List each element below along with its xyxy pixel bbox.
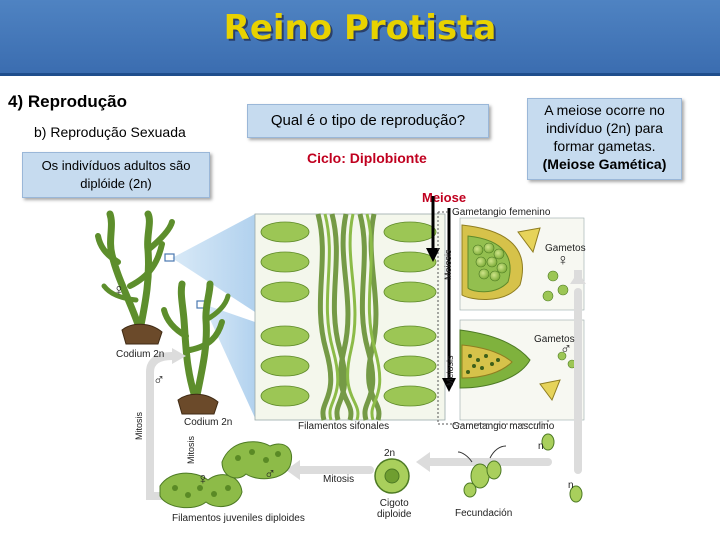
filaments-panel xyxy=(254,213,446,421)
slide-title: Reino Protista xyxy=(223,8,497,48)
section-heading: 4) Reprodução xyxy=(8,92,128,111)
label-codium-2: Codium 2n xyxy=(184,417,233,428)
slide-header xyxy=(0,0,720,76)
label-meiosis-1: Meiosis xyxy=(443,249,453,280)
label-filamentos-juveniles: Filamentos juveniles diploides xyxy=(172,513,305,524)
label-n-2: n xyxy=(568,480,574,491)
zoom-square-top xyxy=(164,253,175,262)
codium-plant-2 xyxy=(161,280,231,404)
label-mitosis-left: Mitosis xyxy=(134,411,144,440)
adult-note-box: Os indivíduos adultos são diplóide (2n) xyxy=(22,152,210,198)
label-gametos-2: Gametos xyxy=(534,334,575,345)
meiosis-note-bold: (Meiose Gamética) xyxy=(542,156,667,172)
meiosis-note-box: A meiose ocorre no indivíduo (2n) para f… xyxy=(527,98,682,180)
male-gamete-icon: ♂ xyxy=(560,341,572,358)
label-cigoto-line-1: Cigoto xyxy=(379,498,409,509)
label-gametangio-masculino: Gametangio masculino xyxy=(452,421,555,432)
zygote-cell xyxy=(374,458,410,494)
label-meiosis-2: Meiosis xyxy=(445,355,455,386)
label-2n: 2n xyxy=(384,448,396,459)
meiosis-note-line-1: A meiose ocorre no xyxy=(544,102,665,118)
meiosis-note-line-2: indivíduo (2n) para xyxy=(546,120,663,136)
zoom-beam-top xyxy=(172,214,255,312)
female-plant-icon: ♀ xyxy=(113,282,125,299)
label-cigoto: Cigoto diploide xyxy=(377,498,411,520)
label-mitosis-main: Mitosis xyxy=(186,435,196,464)
fecundation-gametes xyxy=(463,460,502,498)
codium-plant-1 xyxy=(95,210,175,334)
cycle-label: Ciclo: Diplobionte xyxy=(307,150,427,166)
female-juvenile-icon: ♀ xyxy=(197,471,209,488)
label-codium-1: Codium 2n xyxy=(116,349,165,360)
adult-note-text: Os indivíduos adultos são diplóide (2n) xyxy=(41,158,191,191)
label-mitosis-mid: Mitosis xyxy=(323,474,355,485)
label-gametangio-femenino: Gametangio femenino xyxy=(452,207,551,218)
female-gametangium xyxy=(459,217,585,311)
label-cigoto-line-2: diploide xyxy=(377,509,412,520)
male-plant-icon: ♂ xyxy=(153,372,165,389)
female-gamete-icon: ♀ xyxy=(557,252,569,269)
label-fecundacion: Fecundación xyxy=(455,508,513,519)
label-gametos-1: Gametos xyxy=(545,243,586,254)
question-box: Qual é o tipo de reprodução? xyxy=(247,104,489,138)
cycle-arrow-left-up xyxy=(146,352,176,484)
subsection-heading: b) Reprodução Sexuada xyxy=(34,124,186,140)
male-juvenile-icon: ♂ xyxy=(264,466,276,483)
label-filamentos-sifonales: Filamentos sifonales xyxy=(298,421,390,432)
question-text: Qual é o tipo de reprodução? xyxy=(270,112,466,129)
label-n-1: n xyxy=(538,441,544,452)
meiosis-note-line-3: formar gametas. xyxy=(553,138,656,154)
male-gametangium xyxy=(459,319,585,421)
